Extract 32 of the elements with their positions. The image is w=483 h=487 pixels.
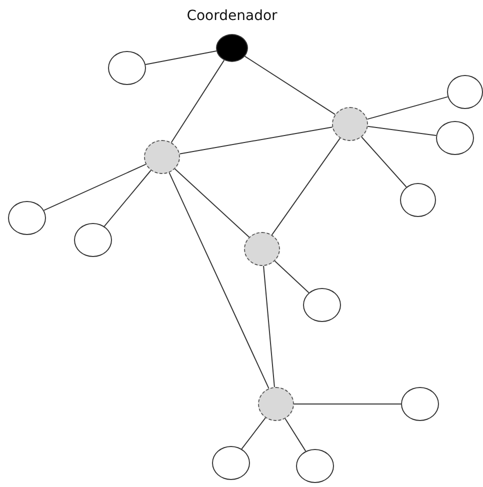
end-node [296, 449, 334, 483]
connector-line [271, 138, 341, 236]
end-node [8, 201, 46, 235]
connector-line [168, 172, 270, 389]
end-node [74, 223, 112, 257]
end-node [303, 288, 341, 322]
coordinator-node [216, 34, 248, 62]
end-node [436, 121, 474, 155]
end-node [212, 446, 250, 480]
end-node [400, 183, 436, 217]
relay-node [144, 140, 180, 174]
connector-line [241, 417, 266, 450]
connector-line [145, 50, 217, 65]
connector-line [170, 60, 225, 143]
connector-line [361, 136, 407, 188]
relay-node [332, 107, 368, 141]
node-caption: Coordenador [186, 8, 278, 24]
connector-line [104, 170, 152, 227]
connector-line [174, 168, 250, 238]
end-node [108, 51, 146, 85]
end-node [447, 75, 483, 109]
connector-line [367, 126, 437, 136]
connector-line [366, 96, 448, 120]
relay-node [258, 387, 294, 421]
connector-line [284, 418, 306, 452]
connector-line [244, 56, 336, 115]
connector-line [274, 260, 310, 294]
connector-line [43, 164, 146, 211]
connector-line [179, 126, 333, 154]
end-node [401, 387, 439, 421]
connector-line [263, 265, 275, 388]
relay-node [244, 232, 280, 266]
